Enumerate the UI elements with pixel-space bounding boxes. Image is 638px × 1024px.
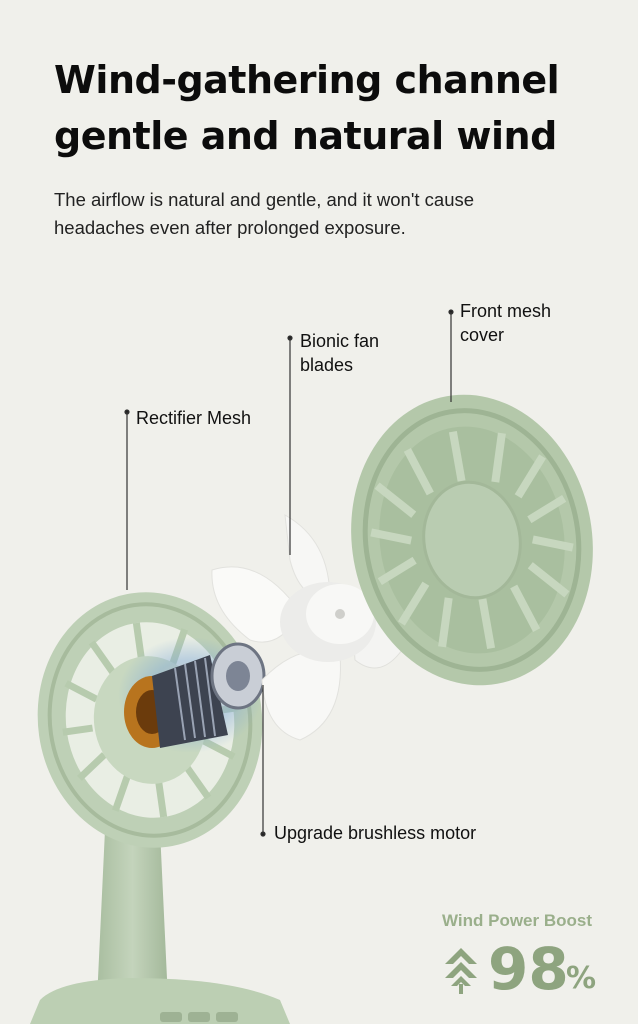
brushless-motor <box>118 637 266 753</box>
subtitle: The airflow is natural and gentle, and i… <box>54 186 594 242</box>
callout-blades-line-1: Bionic fan <box>300 331 380 351</box>
callout-bionic-fan-blades: Bionic fan blades <box>300 329 379 377</box>
bionic-fan-blades <box>211 514 403 741</box>
wind-boost-value: 98 <box>488 935 569 1003</box>
callout-leaders <box>124 309 454 837</box>
subtitle-line-2: headaches even after prolonged exposure. <box>54 217 406 238</box>
front-mesh-cover <box>351 394 593 686</box>
callout-front-mesh-line-1: Front mesh <box>460 301 552 321</box>
callout-brushless-motor: Upgrade brushless motor <box>274 823 477 843</box>
subtitle-line-1: The airflow is natural and gentle, and i… <box>54 189 475 210</box>
headline-line-1: Wind-gathering channel <box>54 58 560 102</box>
callout-front-mesh-line-2: cover <box>460 325 505 345</box>
callout-rectifier-mesh: Rectifier Mesh <box>136 408 252 428</box>
wind-boost-title: Wind Power Boost <box>442 911 593 930</box>
headline: Wind-gathering channel gentle and natura… <box>54 52 614 164</box>
callout-blades-line-2: blades <box>300 355 354 375</box>
headline-line-2: gentle and natural wind <box>54 114 557 158</box>
wind-boost-unit: % <box>566 961 597 996</box>
chevron-up-arrows-icon <box>445 948 477 994</box>
fan-stand <box>30 830 290 1024</box>
callout-front-mesh-cover: Front mesh cover <box>460 299 551 347</box>
